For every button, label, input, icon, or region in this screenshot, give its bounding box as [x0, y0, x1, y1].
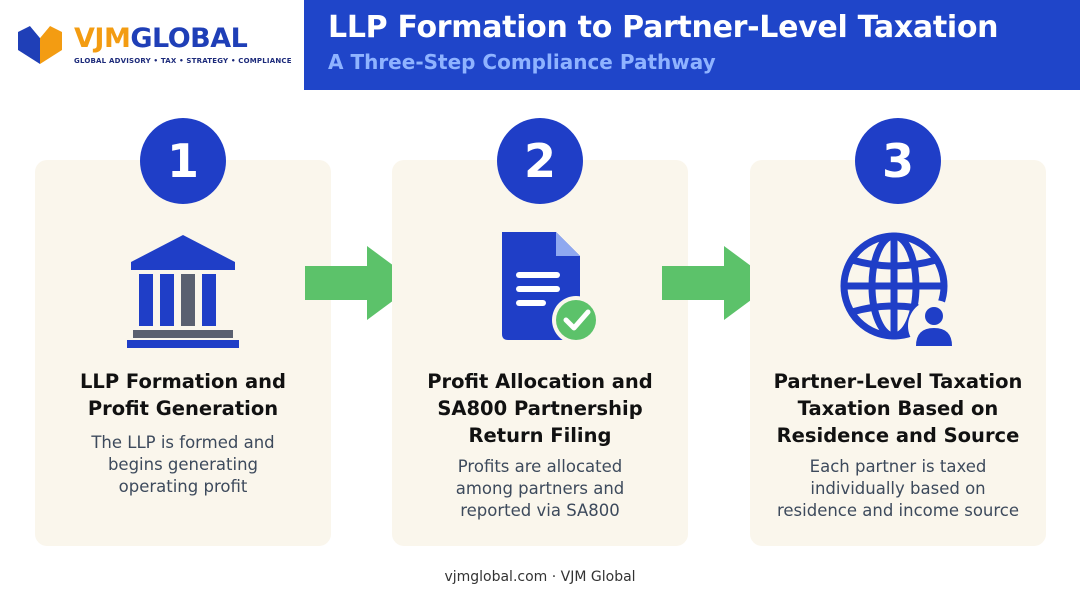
arrow-right-icon: [305, 246, 417, 320]
step-badge-3: 3: [855, 118, 941, 204]
page-subtitle: A Three-Step Compliance Pathway: [328, 50, 716, 74]
logo-part-global: GLOBAL: [130, 23, 248, 54]
logo-tagline: GLOBAL ADVISORY • TAX • STRATEGY • COMPL…: [74, 57, 292, 65]
footer-text: vjmglobal.com · VJM Global: [444, 569, 636, 585]
step-card-3: Partner-Level Taxation Taxation Based on…: [750, 160, 1046, 546]
bank-icon: [127, 235, 239, 348]
step-1-title-line: LLP Formation and: [79, 370, 287, 393]
logo-part-vjm: VJM: [74, 23, 131, 54]
step-3-title-line: Partner-Level Taxation: [773, 370, 1023, 393]
logo-wordmark: VJMGLOBAL: [74, 23, 248, 54]
header-band: LLP Formation to Partner-Level Taxation …: [304, 0, 1080, 90]
step-desc-1: The LLP is formed and begins generating …: [45, 432, 321, 498]
step-1-desc-line: operating profit: [118, 477, 248, 496]
page-title: LLP Formation to Partner-Level Taxation: [328, 10, 999, 45]
step-3-desc-line: residence and income source: [776, 501, 1020, 520]
step-1-desc-line: begins generating: [107, 455, 259, 474]
step-card-2: Profit Allocation and SA800 Partnership …: [392, 160, 688, 546]
arrow-right-icon: [662, 246, 774, 320]
step-title-1: LLP Formation and Profit Generation: [45, 368, 321, 422]
step-2-desc-line: reported via SA800: [460, 501, 620, 520]
step-1-title-line: Profit Generation: [87, 397, 279, 420]
step-badge-2: 2: [497, 118, 583, 204]
step-desc-3: Each partner is taxed individually based…: [760, 456, 1036, 522]
step-2-desc-line: among partners and: [455, 479, 625, 498]
step-2-title-line: Return Filing: [468, 424, 612, 447]
step-badge-1: 1: [140, 118, 226, 204]
step-3-desc-line: Each partner is taxed: [809, 457, 987, 476]
step-desc-2: Profits are allocated among partners and…: [402, 456, 678, 522]
step-title-2: Profit Allocation and SA800 Partnership …: [402, 368, 678, 449]
step-3-desc-line: individually based on: [810, 479, 986, 498]
step-title-3: Partner-Level Taxation Taxation Based on…: [760, 368, 1036, 449]
vjm-logo-icon: [18, 26, 62, 64]
step-2-title-line: Profit Allocation and: [427, 370, 653, 393]
step-2-desc-line: Profits are allocated: [457, 457, 623, 476]
globe-user-icon: [840, 232, 958, 350]
step-3-title-line: Taxation Based on: [797, 397, 999, 420]
step-3-title-line: Residence and Source: [776, 424, 1020, 447]
step-1-desc-line: The LLP is formed and: [91, 433, 275, 452]
logo-area: VJMGLOBAL GLOBAL ADVISORY • TAX • STRATE…: [0, 0, 304, 90]
step-card-1: LLP Formation and Profit Generation The …: [35, 160, 331, 546]
document-check-icon: [502, 232, 600, 344]
step-2-title-line: SA800 Partnership: [437, 397, 643, 420]
